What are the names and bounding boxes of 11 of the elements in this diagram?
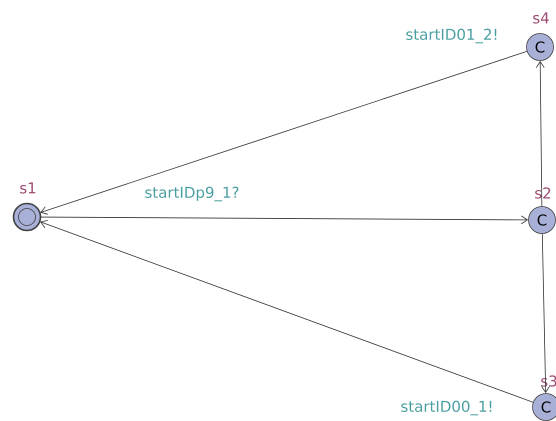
transition-arrow [40, 215, 528, 224]
transition-arrow [40, 220, 534, 403]
edge-label: startIDp9_1? [144, 186, 240, 202]
transition-arrow [40, 50, 528, 215]
edge-label: startID00_1! [399, 400, 495, 416]
transition-arrow [536, 60, 545, 206]
location-name: s1 [20, 182, 36, 194]
location-name: s4 [533, 12, 549, 24]
transition-arrow [541, 234, 550, 394]
initial-location-circle [12, 202, 42, 232]
edge-label: startID01_2! [404, 28, 500, 44]
